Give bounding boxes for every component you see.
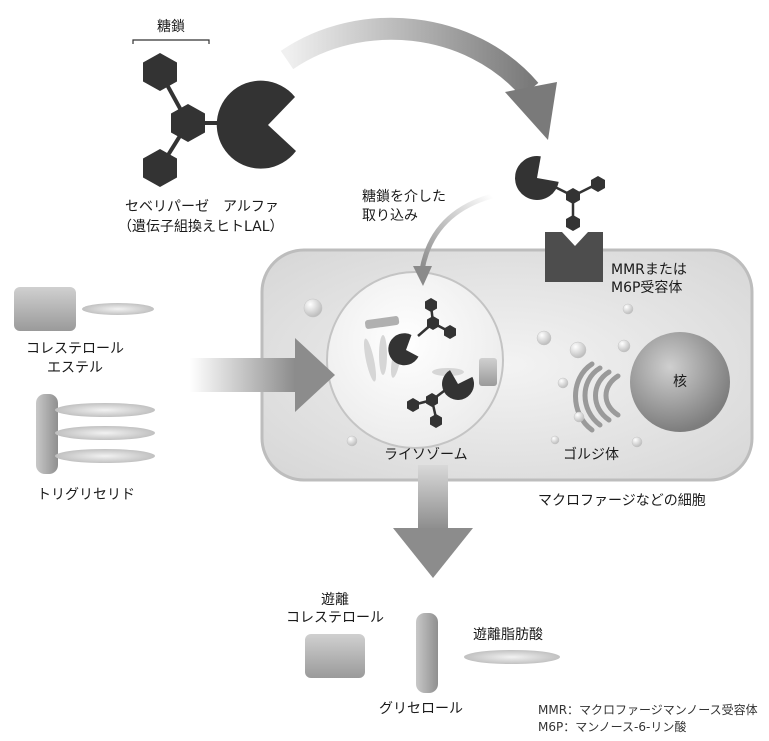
free-fatty-acid-label: 遊離脂肪酸 (473, 627, 543, 643)
receptor (545, 232, 603, 282)
glycerol-label: グリセロール (379, 701, 463, 717)
free-cholesterol-label-line2: コレステロール (286, 610, 384, 626)
enzyme-in-lysosome-1 (388, 298, 456, 366)
uptake-arrow (413, 193, 493, 286)
free-cholesterol-shape (305, 634, 365, 678)
cholesteryl-ester-shape (14, 287, 154, 331)
uptake-label-line2: 取り込み (362, 208, 418, 224)
golgi-label: ゴルジ体 (563, 447, 619, 463)
vesicles (303, 298, 643, 448)
enzyme-at-receptor (515, 156, 605, 231)
glycan-bracket (132, 39, 210, 44)
golgi-apparatus (573, 361, 621, 433)
drug-subtitle-label: （遺伝子組換えヒトLAL） (118, 219, 284, 235)
cholesteryl-ester-label-line2: エステル (47, 360, 103, 376)
arrow-to-receptor (280, 17, 557, 140)
triglyceride-shape (36, 394, 155, 474)
cholesteryl-ester-label-line1: コレステロール (26, 341, 124, 357)
free-cholesterol-label-line1: 遊離 (321, 592, 349, 608)
receptor-label-line2: M6P受容体 (611, 280, 683, 296)
receptor-label-line1: MMRまたは (611, 262, 687, 278)
nucleus (630, 332, 730, 432)
glycan-label: 糖鎖 (157, 19, 185, 35)
glycerol-shape (416, 613, 438, 693)
legend-m6p: M6P：マンノース-6-リン酸 (538, 720, 687, 734)
enzyme-in-lysosome-2 (407, 370, 475, 428)
nucleus-label: 核 (673, 374, 687, 390)
arrow-release (393, 465, 473, 578)
free-fatty-acid-shape (464, 650, 560, 664)
enzyme-main (132, 39, 296, 187)
legend-mmr: MMR：マクロファージマンノース受容体 (538, 703, 758, 717)
lysosome-contents (363, 316, 497, 386)
cell-label: マクロファージなどの細胞 (538, 493, 706, 509)
arrow-lipids-to-lysosome (190, 338, 335, 412)
drug-name-label: セベリパーゼ アルファ (125, 199, 279, 215)
triglyceride-label: トリグリセリド (37, 487, 135, 503)
uptake-label-line1: 糖鎖を介した (362, 189, 446, 205)
lysosome-label: ライソゾーム (384, 447, 468, 463)
